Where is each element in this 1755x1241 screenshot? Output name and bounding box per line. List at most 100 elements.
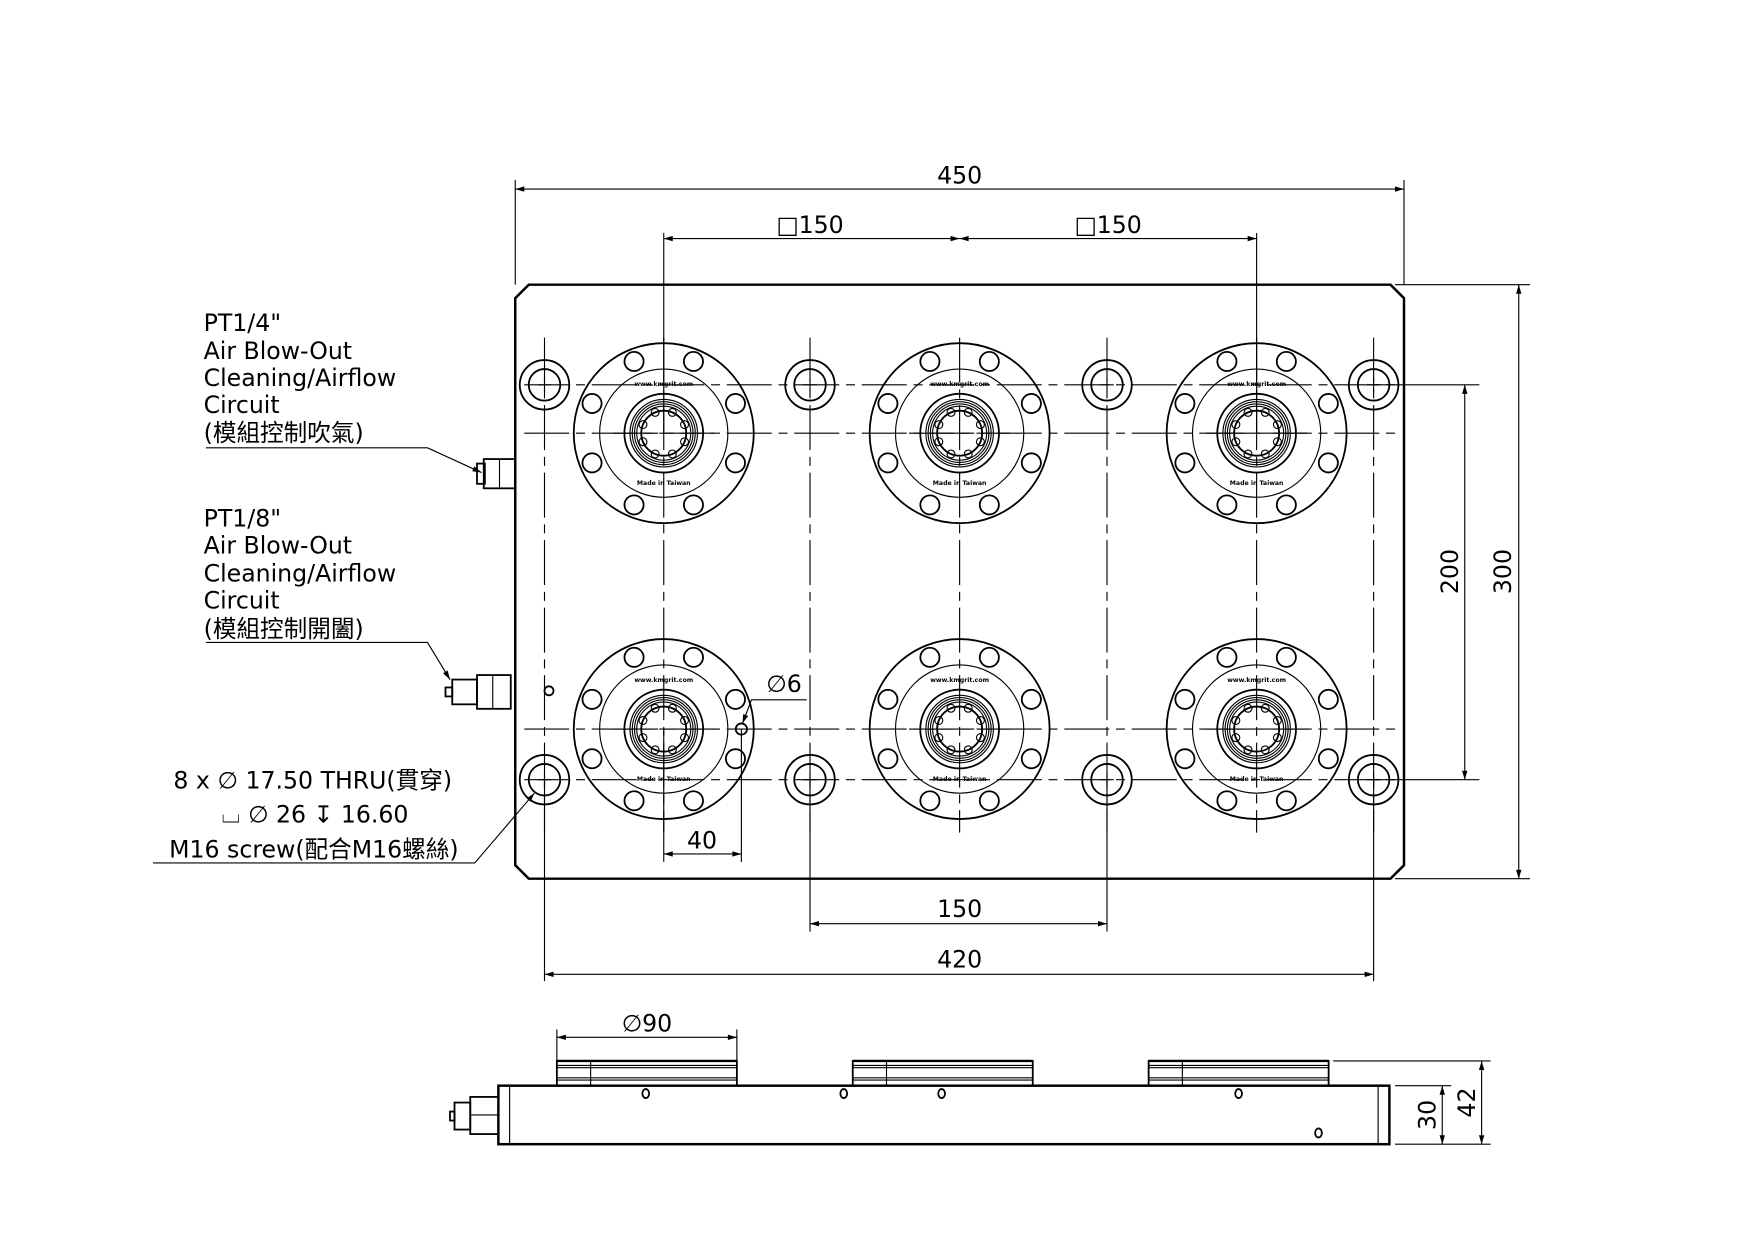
bolt-hole [1020, 393, 1042, 414]
module-origin-marking: Made in Taiwan [1230, 776, 1284, 783]
side-holes [641, 1088, 1323, 1139]
annotation-line: Cleaning/Airflow [204, 364, 397, 392]
spline-tooth [650, 703, 660, 713]
counterbore-circle [518, 359, 571, 411]
bolt-hole [1275, 351, 1297, 372]
dim-mount-hole-span: 420 [937, 946, 982, 974]
bolt-hole [581, 393, 603, 414]
annotation-line: (模組控制開闔) [204, 615, 364, 643]
spline-tooth [1231, 715, 1241, 725]
bolt-hole [623, 646, 645, 668]
bolt-hole [1174, 393, 1196, 414]
bolt-hole [1317, 688, 1339, 710]
bolt-hole [1317, 452, 1339, 474]
mount-hole [784, 359, 836, 411]
boss-outline [851, 1060, 1034, 1087]
spline-tooth [1243, 407, 1253, 417]
spline-tooth [934, 733, 944, 743]
mount-hole [1081, 359, 1133, 411]
bolt-hole [978, 646, 1000, 668]
bolt-hole [1020, 452, 1042, 474]
spline-tooth [680, 733, 690, 743]
spline-tooth [946, 745, 956, 755]
spline-tooth [934, 420, 944, 430]
spline-tooth [667, 703, 677, 713]
bolt-hole [1020, 748, 1042, 770]
bolt-hole [1174, 748, 1196, 770]
spline-tooth [638, 733, 648, 743]
module-origin-marking: Made in Taiwan [933, 480, 987, 487]
dim-overall-height: 300 [1489, 549, 1517, 594]
spline-tooth [1231, 420, 1241, 430]
module-boss [1147, 1059, 1330, 1087]
annotation-line: Circuit [204, 587, 280, 615]
bolt-hole [1216, 351, 1238, 372]
spline-tooth [934, 715, 944, 725]
spline-tooth [946, 449, 956, 459]
spline-tooth [934, 437, 944, 447]
through-hole-circle [527, 368, 562, 402]
annotation-line: Air Blow-Out [204, 532, 352, 560]
spline-tooth [1260, 745, 1270, 755]
spline-tooth [650, 407, 660, 417]
bolt-hole [581, 688, 603, 710]
dim-pin-offset: 40 [687, 826, 717, 854]
bolt-hole [623, 790, 645, 812]
spline-tooth [975, 437, 985, 447]
spline-tooth [1272, 437, 1282, 447]
bolt-hole [919, 351, 941, 372]
bolt-hole [1174, 688, 1196, 710]
spline-tooth [963, 449, 973, 459]
module-boss [851, 1059, 1034, 1087]
annotation-line: Circuit [204, 391, 280, 419]
bolt-hole [1216, 494, 1238, 516]
pin-hole [543, 685, 555, 697]
spline-tooth [1231, 437, 1241, 447]
module-inner-ring [894, 664, 1025, 794]
annotation-line: Cleaning/Airflow [204, 560, 397, 588]
side-fitting [449, 1096, 500, 1135]
spline-tooth [667, 745, 677, 755]
spline-tooth [1260, 703, 1270, 713]
module-origin-marking: Made in Taiwan [637, 480, 691, 487]
module-url-marking: www.kmgrit.com [1227, 677, 1286, 684]
spline-tooth [946, 407, 956, 417]
bolt-hole [1275, 646, 1297, 668]
spline-tooth [680, 715, 690, 725]
bolt-hole [919, 494, 941, 516]
module-url-marking: www.kmgrit.com [634, 677, 693, 684]
module-inner-ring [1191, 664, 1322, 794]
bolt-hole [682, 351, 704, 372]
dim-module-diameter: ∅90 [622, 1010, 673, 1038]
module-flange [868, 342, 1051, 525]
bolt-hole [1275, 790, 1297, 812]
module-bosses [555, 1059, 1330, 1087]
bolt-hole [1020, 688, 1042, 710]
spline-tooth [1260, 407, 1270, 417]
module-url-marking: www.kmgrit.com [930, 381, 989, 388]
bolt-hole [1275, 494, 1297, 516]
module-origin-marking: Made in Taiwan [933, 776, 987, 783]
boss-outline [1147, 1060, 1330, 1087]
spline-tooth [638, 437, 648, 447]
through-hole-circle [793, 368, 827, 402]
annotation-port-quarter: PT1/4" Air Blow-Out Cleaning/Airflow Cir… [204, 309, 397, 447]
module-origin-marking: Made in Taiwan [1230, 480, 1284, 487]
module-flange [868, 638, 1051, 820]
bolt-hole [978, 790, 1000, 812]
annotation-line: PT1/4" [204, 309, 282, 337]
dim-mount-hole-pitch: 150 [937, 895, 982, 923]
bolt-hole [682, 494, 704, 516]
counterbore-circle [784, 359, 836, 411]
bolt-hole [1216, 790, 1238, 812]
bolt-hole [978, 494, 1000, 516]
spline-tooth [1231, 733, 1241, 743]
spline-tooth [975, 715, 985, 725]
dim-overall-width: 450 [937, 161, 982, 189]
spline-tooth [1272, 715, 1282, 725]
